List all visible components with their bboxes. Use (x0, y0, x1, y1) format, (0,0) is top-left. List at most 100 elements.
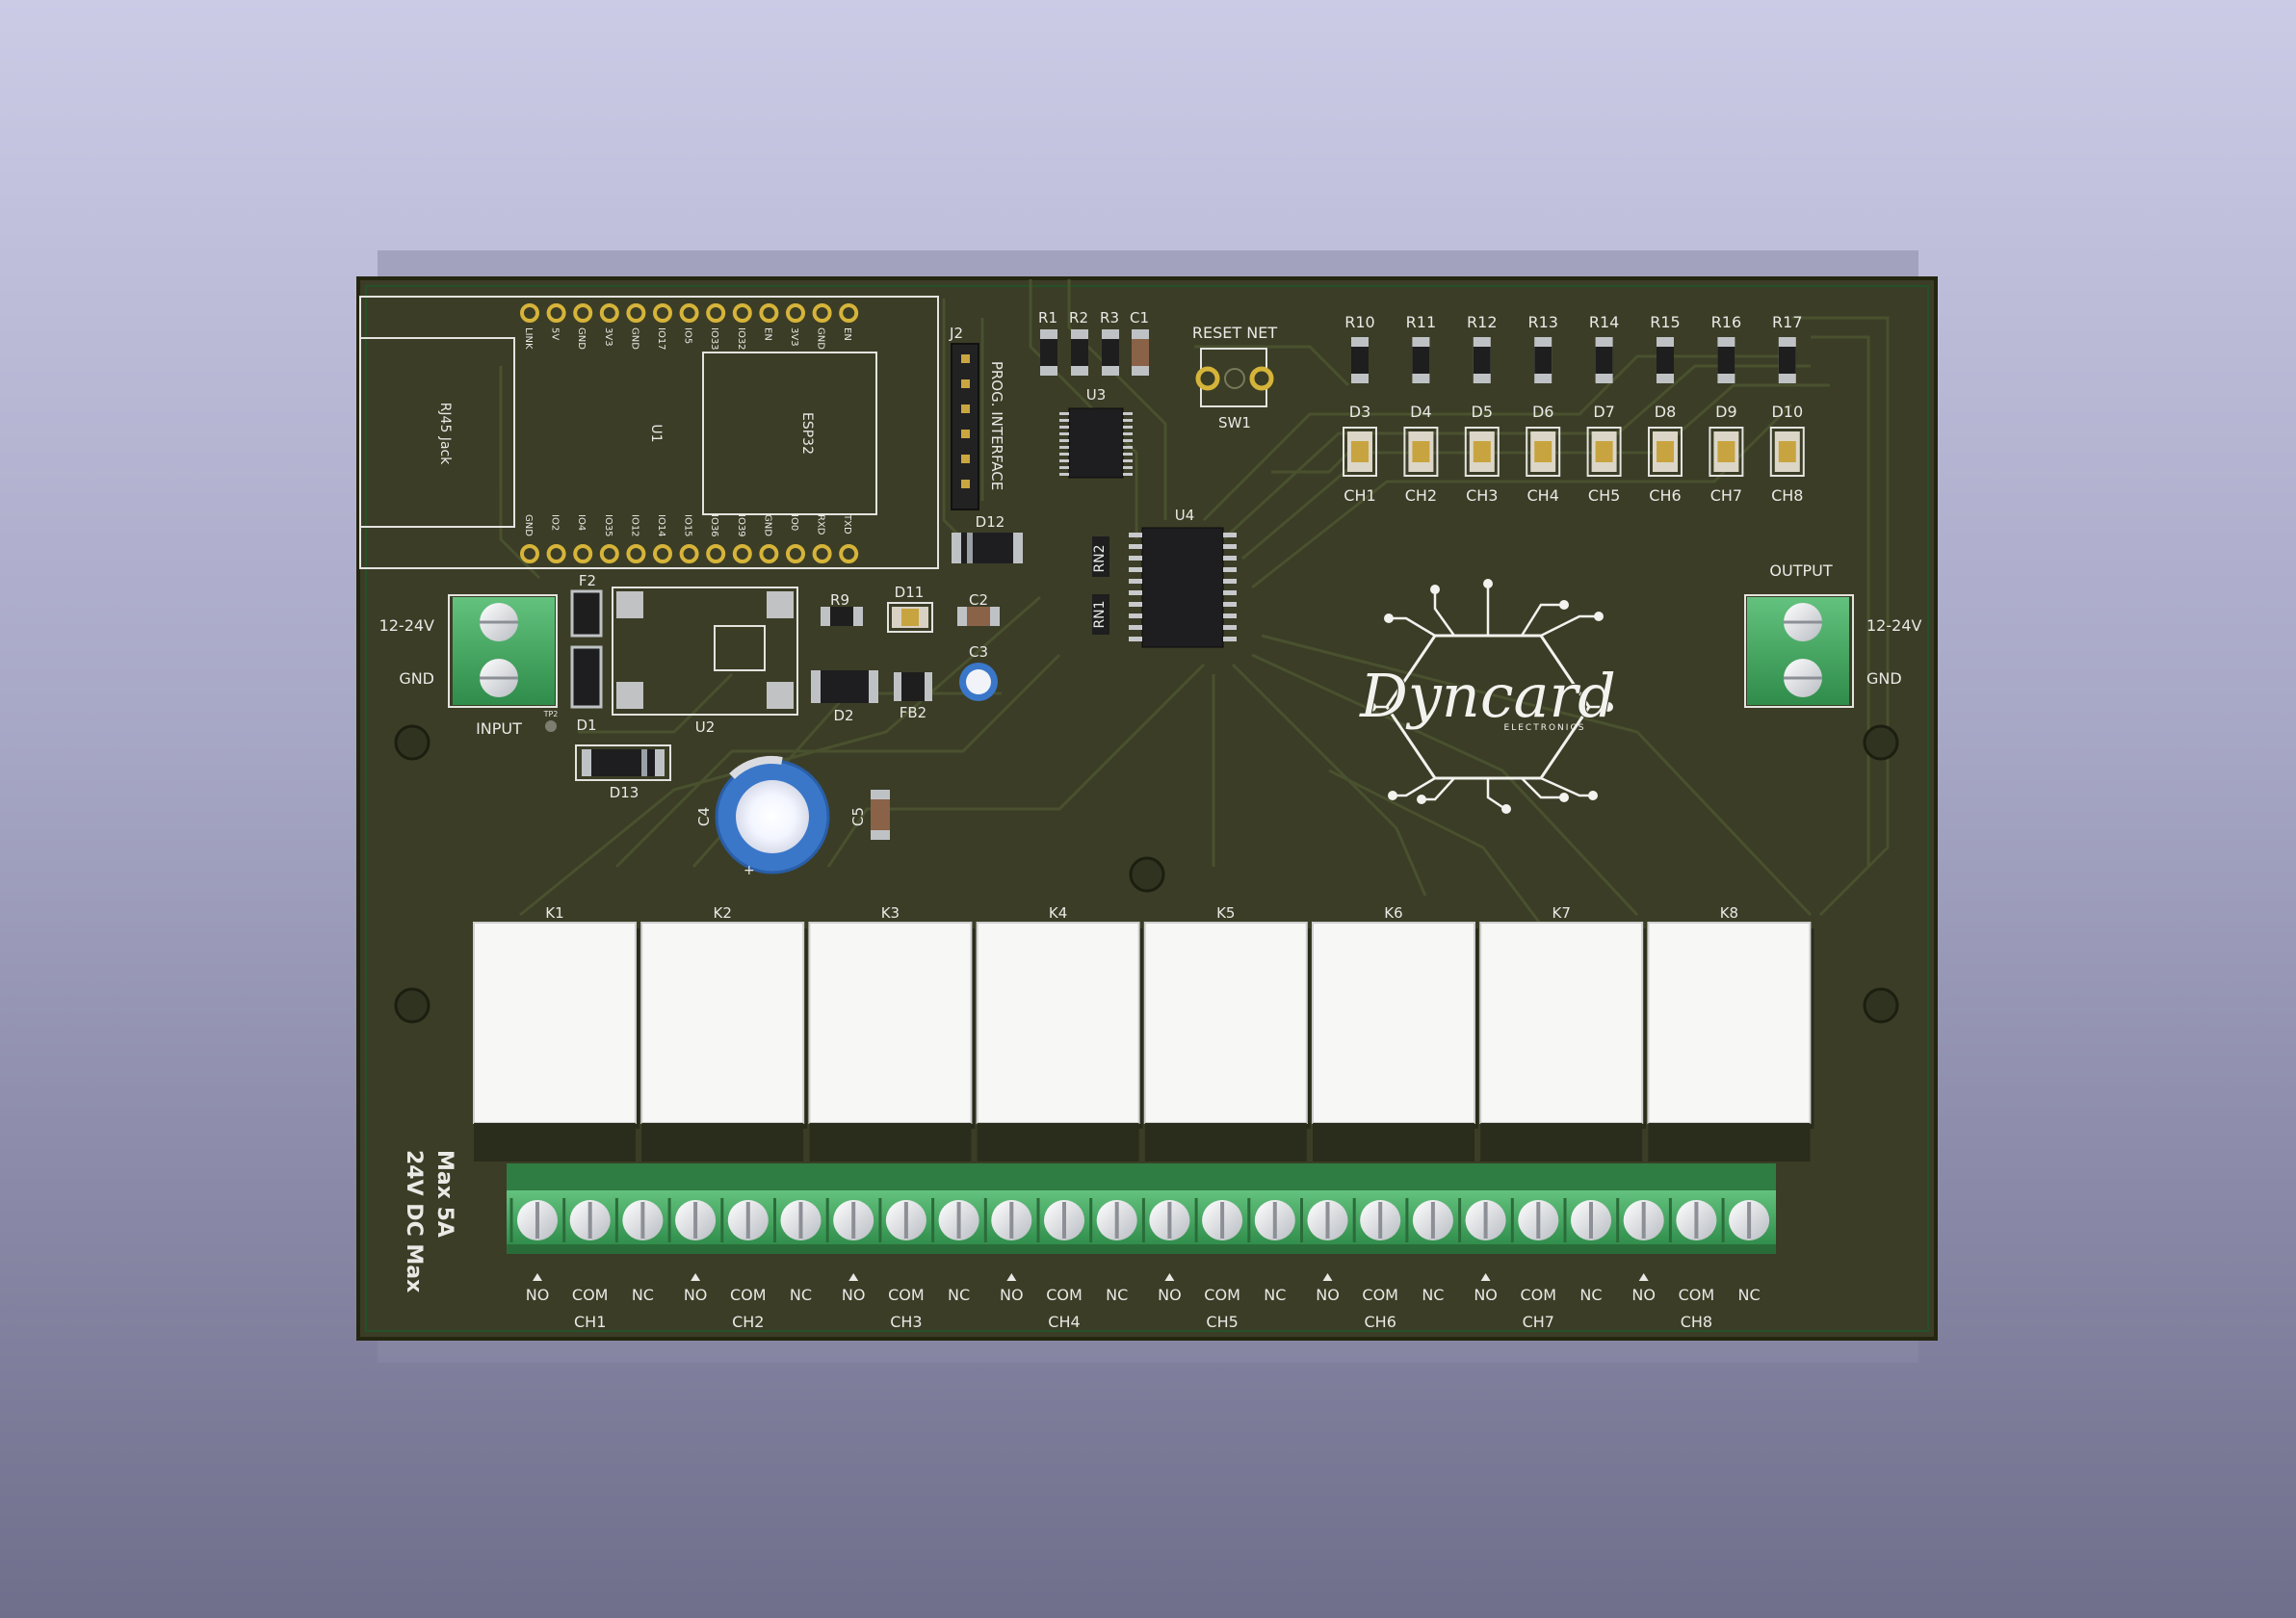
module-pin-label: RXD (816, 514, 826, 535)
module-pin-label: IO35 (603, 514, 613, 537)
terminal-pin-label: NC (632, 1286, 654, 1304)
module-pin-label: IO2 (550, 514, 561, 531)
tp2-ref: TP2 (543, 710, 559, 718)
module-pin (653, 303, 672, 323)
module-pin (812, 303, 832, 323)
terminal-channel-label: CH7 (1523, 1313, 1554, 1331)
led-resistor-ref: R14 (1589, 313, 1619, 331)
module-pin (786, 544, 805, 563)
led-ref: D4 (1410, 403, 1432, 421)
mounting-hole (394, 987, 430, 1024)
j2-ref: J2 (949, 325, 963, 342)
led-resistor-ref: R12 (1467, 313, 1497, 331)
d2-ref: D2 (833, 707, 853, 724)
terminal-pin-label: NC (1106, 1286, 1128, 1304)
r3-ref: R3 (1100, 309, 1119, 326)
module-pin (546, 544, 566, 563)
led (1464, 427, 1500, 477)
output-title: OUTPUT (1769, 561, 1832, 580)
esp32-chip-outline (702, 352, 877, 515)
led-channel-label: CH4 (1527, 486, 1559, 505)
terminal-pin-label: NC (790, 1286, 812, 1304)
terminal-channel-label: CH6 (1365, 1313, 1396, 1331)
module-pin (599, 544, 619, 563)
relay (808, 922, 973, 1124)
d1-ref: D1 (576, 717, 596, 734)
module-pin (520, 544, 539, 563)
module-pin-label: IO32 (736, 327, 746, 351)
led-resistor-ref: R15 (1650, 313, 1680, 331)
module-pin (732, 303, 752, 323)
prog-interface-label: PROG. INTERFACE (988, 361, 1005, 490)
d12-ref: D12 (976, 513, 1005, 531)
programming-header: J2 PROG. INTERFACE (949, 325, 1005, 510)
c3-ref: C3 (969, 643, 988, 661)
u4-driver: U4 RN2 RN1 (1092, 507, 1237, 648)
terminal-pin-label: NO (1474, 1286, 1498, 1304)
input-gnd-label: GND (399, 669, 434, 688)
led-channel-label: CH6 (1649, 486, 1681, 505)
terminal-pin-label: NC (1264, 1286, 1286, 1304)
module-pin-label: IO12 (629, 514, 639, 537)
module-pin-label: GND (629, 327, 639, 350)
c5-ref: C5 (849, 807, 867, 826)
relay (1479, 922, 1644, 1124)
module-pin-label: EN (762, 327, 772, 341)
module-pin-label: 5V (550, 327, 561, 340)
led-channel-label: CH3 (1466, 486, 1498, 505)
terminal-pin-label: NO (842, 1286, 866, 1304)
relay-ref: K3 (881, 904, 900, 922)
module-pin-label: GND (576, 327, 587, 350)
board-edge-frame (365, 285, 1929, 1332)
relay (473, 922, 637, 1124)
d12-diode: D12 (952, 513, 1023, 563)
module-pin-label: GND (816, 327, 826, 350)
rn1-ref: RN1 (1092, 600, 1108, 628)
terminal-pin-label: COM (572, 1286, 609, 1304)
module-pin-label: 3V3 (603, 327, 613, 347)
module-pin (839, 544, 859, 563)
module-pin-label: IO15 (683, 514, 693, 537)
terminal-pin-label: NO (1316, 1286, 1340, 1304)
top-passives: R1 R2 R3 C1 U3 (1038, 309, 1149, 479)
module-pin (679, 303, 699, 323)
module-pin (812, 544, 832, 563)
terminal-channel-label: CH3 (890, 1313, 922, 1331)
d13-ref: D13 (610, 784, 639, 801)
led-channel-label: CH2 (1405, 486, 1437, 505)
module-pin (839, 303, 859, 323)
module-pin (679, 544, 699, 563)
sw1-ref: SW1 (1218, 414, 1251, 431)
r1-ref: R1 (1038, 309, 1057, 326)
rj45-label: RJ45 Jack (437, 403, 453, 466)
led (1709, 427, 1744, 477)
rating-current: Max 5A (432, 1150, 457, 1238)
led (1526, 427, 1561, 477)
module-pin (706, 544, 726, 563)
terminal-pin-label: NC (1579, 1286, 1602, 1304)
u2-ref: U2 (695, 718, 716, 736)
module-pin-label: IO0 (789, 514, 799, 531)
led-ref: D5 (1472, 403, 1494, 421)
module-pin (599, 303, 619, 323)
module-pin (759, 303, 779, 323)
module-pin-label: IO33 (709, 327, 719, 351)
module-pin (573, 544, 593, 563)
output-gnd-label: GND (1866, 669, 1902, 688)
c2-ref: C2 (969, 591, 988, 609)
led-channel-label: CH5 (1588, 486, 1620, 505)
terminal-channel-label: CH1 (574, 1313, 606, 1331)
module-pin-label: 3V3 (789, 327, 799, 347)
rj45-outline (359, 337, 515, 528)
terminal-pin-label: NO (526, 1286, 550, 1304)
led-channel-label: CH8 (1771, 486, 1803, 505)
led-ref: D7 (1593, 403, 1615, 421)
relay-ref: K1 (545, 904, 563, 922)
u4-ref: U4 (1175, 507, 1195, 524)
module-pin (546, 303, 566, 323)
ratings: Max 5A 24V DC Max (402, 1150, 457, 1292)
